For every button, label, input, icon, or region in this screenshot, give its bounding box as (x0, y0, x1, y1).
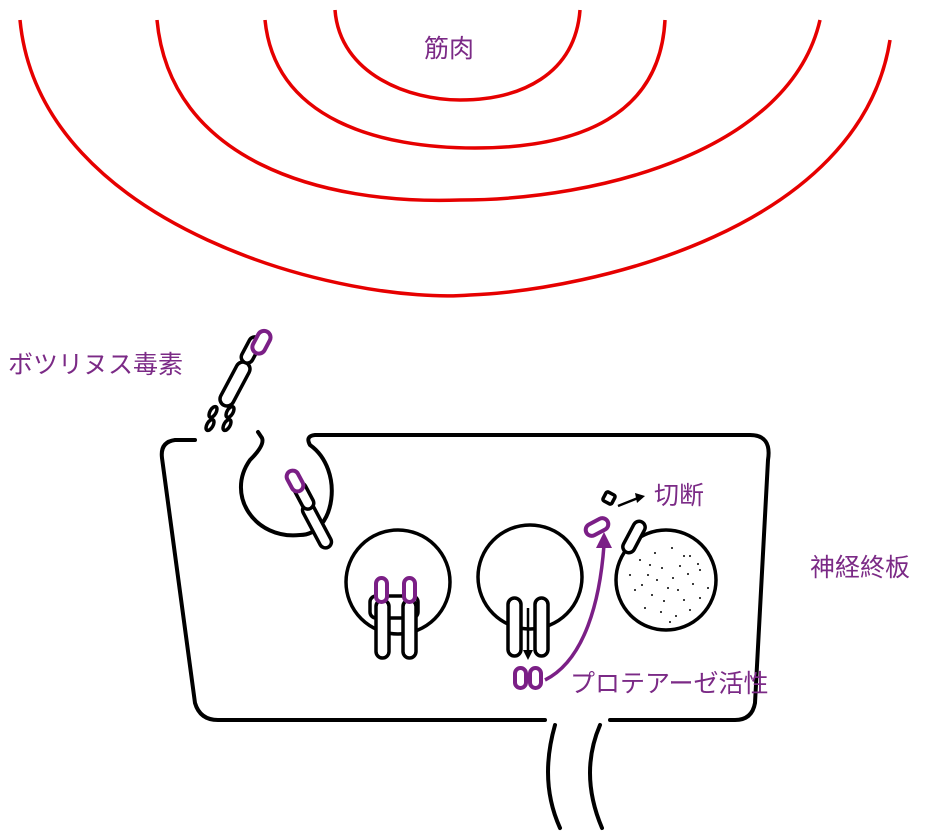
vesicle-3 (583, 490, 718, 632)
toxin-heavy-chain (218, 360, 252, 408)
vesicle-1 (344, 528, 452, 660)
muscle-arc-3 (263, 19, 667, 150)
axon-right-edge (588, 723, 604, 830)
internal-light-chain (284, 468, 306, 494)
vesicle-2 (476, 523, 584, 690)
muscle-arc-2 (155, 19, 822, 203)
nerve-terminal-label: 神経終板 (810, 553, 911, 582)
axon (546, 723, 604, 830)
muscle-fibers (18, 9, 892, 298)
botulinum-toxin-internalized (284, 468, 334, 550)
toxin-label: ボツリヌス毒素 (8, 350, 184, 379)
protease-arrow (544, 532, 612, 682)
nerve-terminal-outline (159, 430, 771, 722)
botulinum-toxin-outside (218, 328, 273, 408)
vesicle-2-body (476, 523, 584, 631)
cleavage-label: 切断 (654, 481, 705, 510)
receptor-fragments (204, 404, 236, 433)
protease-label: プロテアーゼ活性 (570, 669, 769, 698)
muscle-arc-1 (18, 19, 892, 298)
toxin-light-chain (250, 328, 273, 356)
vesicle-3-body (614, 528, 718, 632)
muscle-arc-4 (333, 9, 582, 102)
axon-left-edge (546, 723, 562, 830)
vesicle-3-dots (629, 547, 709, 623)
muscle-label: 筋肉 (424, 34, 475, 63)
